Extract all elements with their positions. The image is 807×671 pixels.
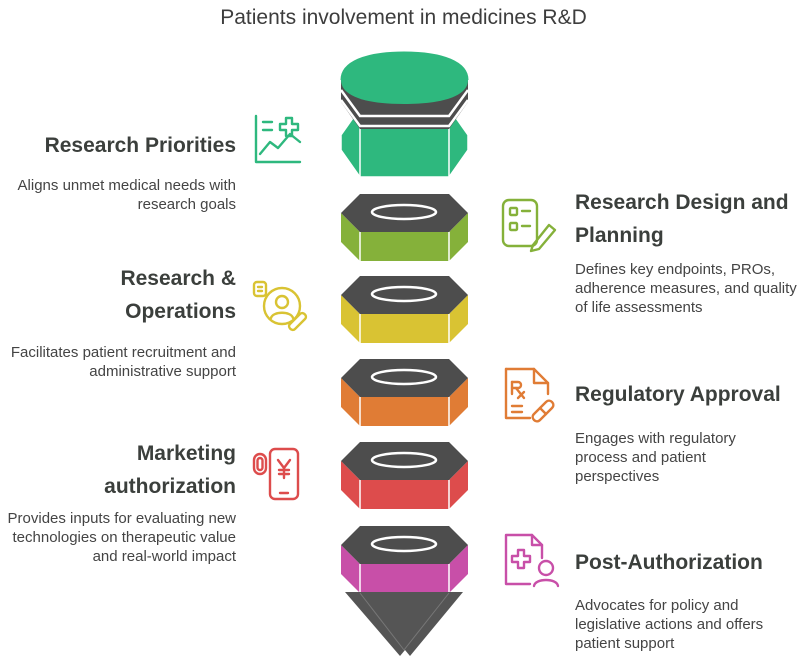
doctor-file-icon [504,533,560,588]
stage-block-regulatory-approval [341,359,468,426]
chart-plus-icon [254,114,302,164]
checklist-pen-icon [501,198,557,253]
desc-marketing-authorization: Provides inputs for evaluating new techn… [7,510,236,565]
coin-phone-icon [252,447,300,501]
page-title: Patients involvement in medicines R&D [220,6,587,29]
desc-regulatory-approval: Engages with regulatory process and pati… [575,430,736,485]
heading-research-operations: Research & Operations [120,267,236,323]
heading-research-design: Research Design and Planning [575,191,789,247]
desc-research-priorities: Aligns unmet medical needs with research… [17,177,236,213]
heading-regulatory-approval: Regulatory Approval [575,383,781,406]
stage-block-research-design [341,194,468,261]
desc-research-operations: Facilitates patient recruitment and admi… [10,344,236,380]
prescription-icon [504,367,555,423]
user-pill-icon [252,280,308,332]
heading-post-authorization: Post-Authorization [575,551,763,574]
stage-block-research-priorities [339,51,470,178]
heading-marketing-authorization: Marketing authorization [104,442,236,498]
pencil-tip [345,592,463,656]
stage-block-post-authorization [341,526,468,593]
desc-research-design: Defines key endpoints, PROs, adherence m… [575,261,797,316]
stage-block-research-operations [341,276,468,343]
stage-block-marketing-authorization [341,442,468,509]
desc-post-authorization: Advocates for policy and legislative act… [575,597,764,652]
heading-research-priorities: Research Priorities [44,134,236,157]
